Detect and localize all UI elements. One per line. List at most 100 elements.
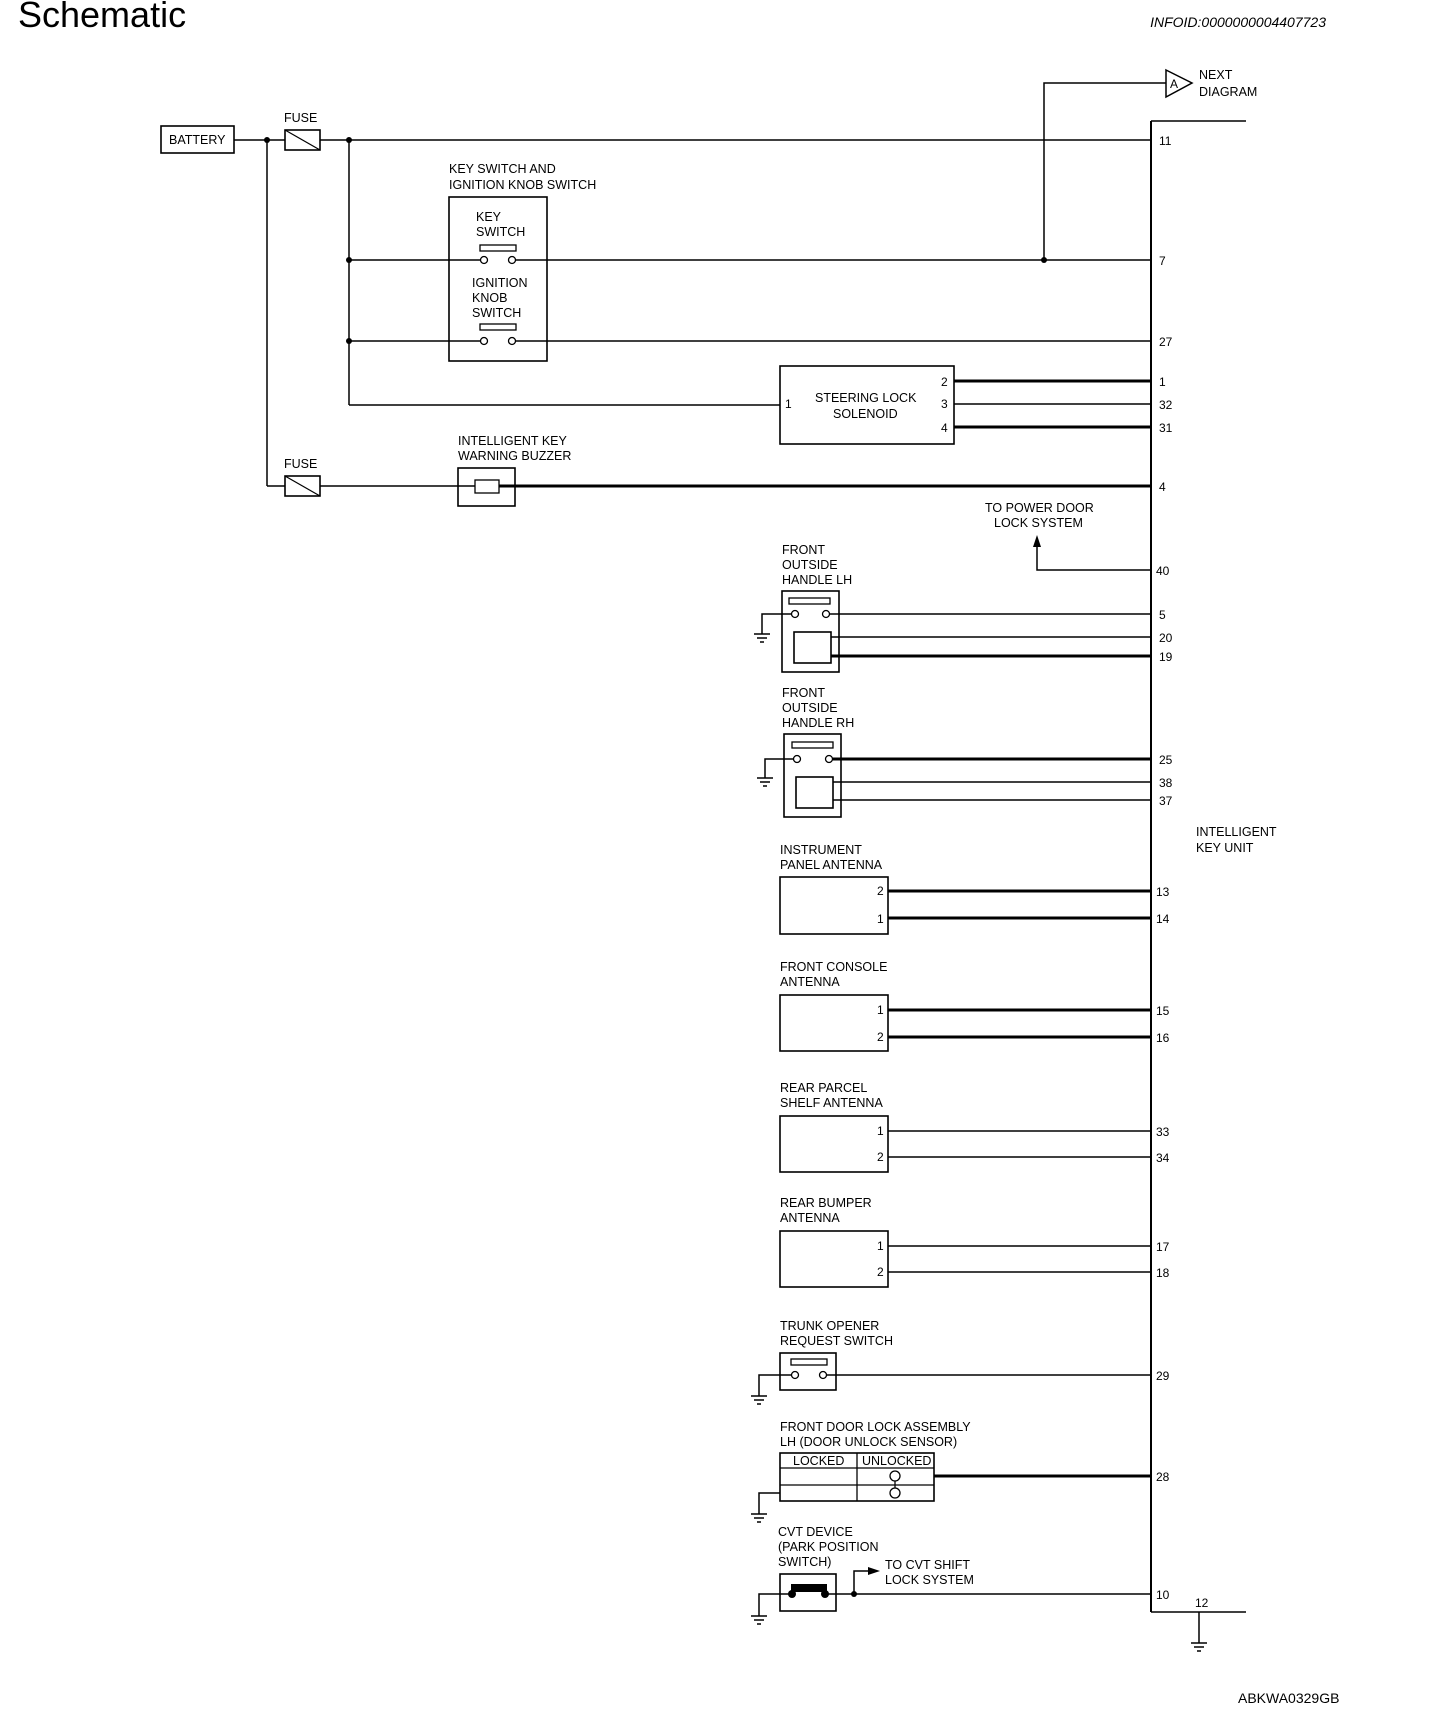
pin-11: 11 [1159,134,1172,148]
unit-label-line1: INTELLIGENT [1196,825,1277,839]
intelligent-key-unit: INTELLIGENT KEY UNIT 12 [1150,120,1277,1652]
next-diagram-connector: A NEXT DIAGRAM [1041,68,1257,263]
pin-28: 28 [1156,1470,1170,1484]
instrument-panel-antenna: INSTRUMENT PANEL ANTENNA 2 1 [779,843,889,935]
pin-16: 16 [1156,1031,1170,1045]
steering-lock-solenoid: STEERING LOCK SOLENOID 1 2 3 4 [779,365,955,445]
key-switch-label-1: KEY [476,210,502,224]
parcel-antenna-label-1: REAR PARCEL [780,1081,867,1095]
bumper-antenna-label-1: REAR BUMPER [780,1196,872,1210]
battery: BATTERY [160,125,235,154]
steering-lock-pin-1: 1 [785,397,792,411]
pin-4: 4 [1159,480,1166,494]
ign-switch-label-3: SWITCH [472,306,521,320]
cvt-park-position-switch: CVT DEVICE (PARK POSITION SWITCH) TO CVT… [750,1525,974,1625]
bumper-antenna-pin-top: 1 [877,1239,884,1253]
trunk-opener-request-switch: TRUNK OPENER REQUEST SWITCH [750,1319,893,1405]
next-diagram-label-1: NEXT [1199,68,1233,82]
door-lock-col-locked: LOCKED [793,1454,844,1468]
trunk-switch-label-2: REQUEST SWITCH [780,1334,893,1348]
pin-19: 19 [1159,650,1173,664]
power-door-label-2: LOCK SYSTEM [994,516,1083,530]
pin-32: 32 [1159,398,1173,412]
battery-label: BATTERY [169,133,226,147]
parcel-antenna-label-2: SHELF ANTENNA [780,1096,883,1110]
handle-lh-label-3: HANDLE LH [782,573,852,587]
power-door-label-1: TO POWER DOOR [985,501,1094,515]
rear-parcel-shelf-antenna: REAR PARCEL SHELF ANTENNA 1 2 [779,1081,889,1173]
warning-buzzer: INTELLIGENT KEY WARNING BUZZER [457,434,571,507]
cvt-to-label-2: LOCK SYSTEM [885,1573,974,1587]
ip-antenna-label-1: INSTRUMENT [780,843,862,857]
fuse-bottom-label: FUSE [284,457,317,471]
front-door-lock-assembly: FRONT DOOR LOCK ASSEMBLY LH (DOOR UNLOCK… [750,1420,971,1523]
bumper-antenna-label-2: ANTENNA [780,1211,840,1225]
ign-switch-label-2: KNOB [472,291,507,305]
parcel-antenna-pin-bottom: 2 [877,1150,884,1164]
pin-10: 10 [1156,1588,1170,1602]
pin-7: 7 [1159,254,1166,268]
front-console-antenna: FRONT CONSOLE ANTENNA 1 2 [779,960,889,1052]
handle-rh-label-2: OUTSIDE [782,701,838,715]
pin-34: 34 [1156,1151,1170,1165]
fuse-bottom: FUSE [284,457,321,497]
fuse-top: FUSE [284,111,321,151]
pin-31: 31 [1159,421,1173,435]
handle-lh-label-1: FRONT [782,543,825,557]
console-antenna-label-2: ANTENNA [780,975,840,989]
power-door-lock-ref: TO POWER DOOR LOCK SYSTEM [985,501,1151,571]
bumper-antenna-pin-bottom: 2 [877,1265,884,1279]
pin-15: 15 [1156,1004,1170,1018]
next-diagram-label-2: DIAGRAM [1199,85,1257,99]
pin-14: 14 [1156,912,1170,926]
cvt-label-3: SWITCH) [778,1555,831,1569]
parcel-antenna-pin-top: 1 [877,1124,884,1138]
door-lock-label-2: LH (DOOR UNLOCK SENSOR) [780,1435,957,1449]
pin-37: 37 [1159,794,1173,808]
key-switch-title-2: IGNITION KNOB SWITCH [449,178,596,192]
handle-rh-label-1: FRONT [782,686,825,700]
ign-switch-label-1: IGNITION [472,276,528,290]
cvt-label-2: (PARK POSITION [778,1540,878,1554]
pin-38: 38 [1159,776,1173,790]
figure-id: ABKWA0329GB [1238,1690,1340,1706]
console-antenna-label-1: FRONT CONSOLE [780,960,887,974]
handle-rh-label-3: HANDLE RH [782,716,854,730]
info-id: INFOID:0000000004407723 [1150,14,1326,30]
console-antenna-pin-top: 1 [877,1003,884,1017]
pin-1: 1 [1159,375,1166,389]
pin-27: 27 [1159,335,1173,349]
key-switch-title-1: KEY SWITCH AND [449,162,556,176]
pin-25: 25 [1159,753,1173,767]
pin-18: 18 [1156,1266,1170,1280]
front-outside-handle-rh: FRONT OUTSIDE HANDLE RH [756,686,854,818]
steering-lock-label-2: SOLENOID [833,407,898,421]
pin-40: 40 [1156,564,1170,578]
steering-lock-label-1: STEERING LOCK [815,391,917,405]
trunk-switch-label-1: TRUNK OPENER [780,1319,879,1333]
rear-bumper-antenna: REAR BUMPER ANTENNA 1 2 [779,1196,889,1288]
handle-lh-label-2: OUTSIDE [782,558,838,572]
steering-lock-pin-4: 4 [941,421,948,435]
door-lock-label-1: FRONT DOOR LOCK ASSEMBLY [780,1420,971,1434]
pin-29: 29 [1156,1369,1170,1383]
ip-antenna-pin-bottom: 1 [877,912,884,926]
next-diagram-marker: A [1170,77,1178,91]
door-lock-col-unlocked: UNLOCKED [862,1454,931,1468]
page-title: Schematic [18,0,187,35]
ip-antenna-pin-top: 2 [877,884,884,898]
pin-20: 20 [1159,631,1173,645]
pin-5: 5 [1159,608,1166,622]
console-antenna-pin-bottom: 2 [877,1030,884,1044]
buzzer-label-2: WARNING BUZZER [458,449,571,463]
front-outside-handle-lh: FRONT OUTSIDE HANDLE LH [753,543,852,673]
pin-17: 17 [1156,1240,1170,1254]
unit-label-line2: KEY UNIT [1196,841,1254,855]
key-switch-label-2: SWITCH [476,225,525,239]
pin-33: 33 [1156,1125,1170,1139]
key-switch-assembly: KEY SWITCH AND IGNITION KNOB SWITCH KEY … [448,162,596,362]
steering-lock-pin-2: 2 [941,375,948,389]
buzzer-label-1: INTELLIGENT KEY [458,434,567,448]
ip-antenna-label-2: PANEL ANTENNA [780,858,883,872]
